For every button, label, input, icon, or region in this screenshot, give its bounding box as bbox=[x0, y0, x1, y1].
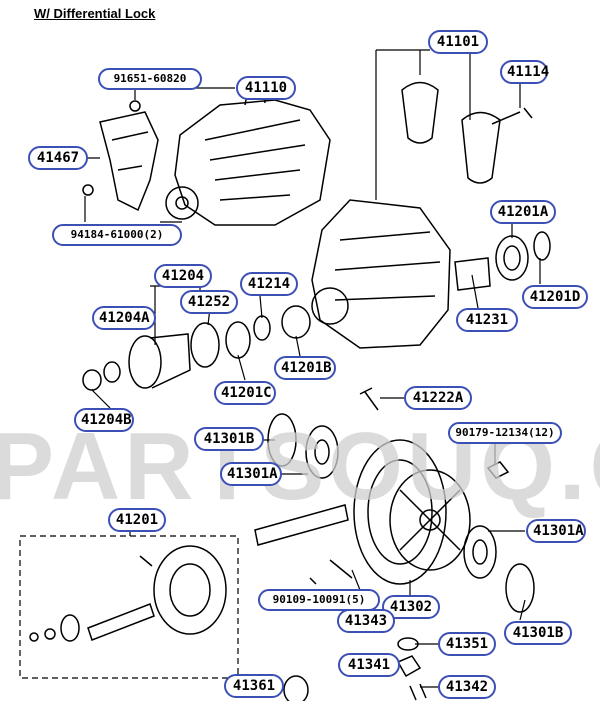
part-label-41231[interactable]: 41231 bbox=[456, 308, 518, 332]
part-label-41252[interactable]: 41252 bbox=[180, 290, 238, 314]
part-label-41301b-right[interactable]: 41301B bbox=[504, 621, 572, 645]
part-label-41114[interactable]: 41114 bbox=[500, 60, 549, 84]
diagram-title: W/ Differential Lock bbox=[34, 6, 156, 21]
part-label-41204[interactable]: 41204 bbox=[154, 264, 212, 288]
part-label-41343[interactable]: 41343 bbox=[337, 609, 395, 633]
part-label-41201[interactable]: 41201 bbox=[108, 508, 166, 532]
part-label-41341[interactable]: 41341 bbox=[338, 653, 400, 677]
part-label-41214[interactable]: 41214 bbox=[240, 272, 298, 296]
part-label-41342[interactable]: 41342 bbox=[438, 675, 496, 699]
part-label-41110[interactable]: 41110 bbox=[236, 76, 296, 100]
part-label-41101[interactable]: 41101 bbox=[428, 30, 488, 54]
part-label-41204b[interactable]: 41204B bbox=[74, 408, 134, 432]
part-label-41201b[interactable]: 41201B bbox=[274, 356, 336, 380]
part-label-41301a-left[interactable]: 41301A bbox=[220, 462, 282, 486]
part-label-41204a[interactable]: 41204A bbox=[92, 306, 156, 330]
part-label-94184-61000[interactable]: 94184-61000(2) bbox=[52, 224, 182, 246]
part-label-90109-10091[interactable]: 90109-10091(5) bbox=[258, 589, 380, 611]
part-label-41467[interactable]: 41467 bbox=[28, 146, 88, 170]
part-label-41201d[interactable]: 41201D bbox=[522, 285, 588, 309]
part-label-41201c[interactable]: 41201C bbox=[214, 381, 276, 405]
part-label-41361[interactable]: 41361 bbox=[224, 674, 284, 698]
part-label-90179-12134[interactable]: 90179-12134(12) bbox=[448, 422, 562, 444]
part-label-41301b[interactable]: 41301B bbox=[194, 427, 264, 451]
part-label-41351[interactable]: 41351 bbox=[438, 632, 496, 656]
part-label-91651-60820[interactable]: 91651-60820 bbox=[98, 68, 202, 90]
part-label-41301a-right[interactable]: 41301A bbox=[526, 519, 586, 543]
part-label-41201a[interactable]: 41201A bbox=[490, 200, 556, 224]
part-label-41222a[interactable]: 41222A bbox=[404, 386, 472, 410]
